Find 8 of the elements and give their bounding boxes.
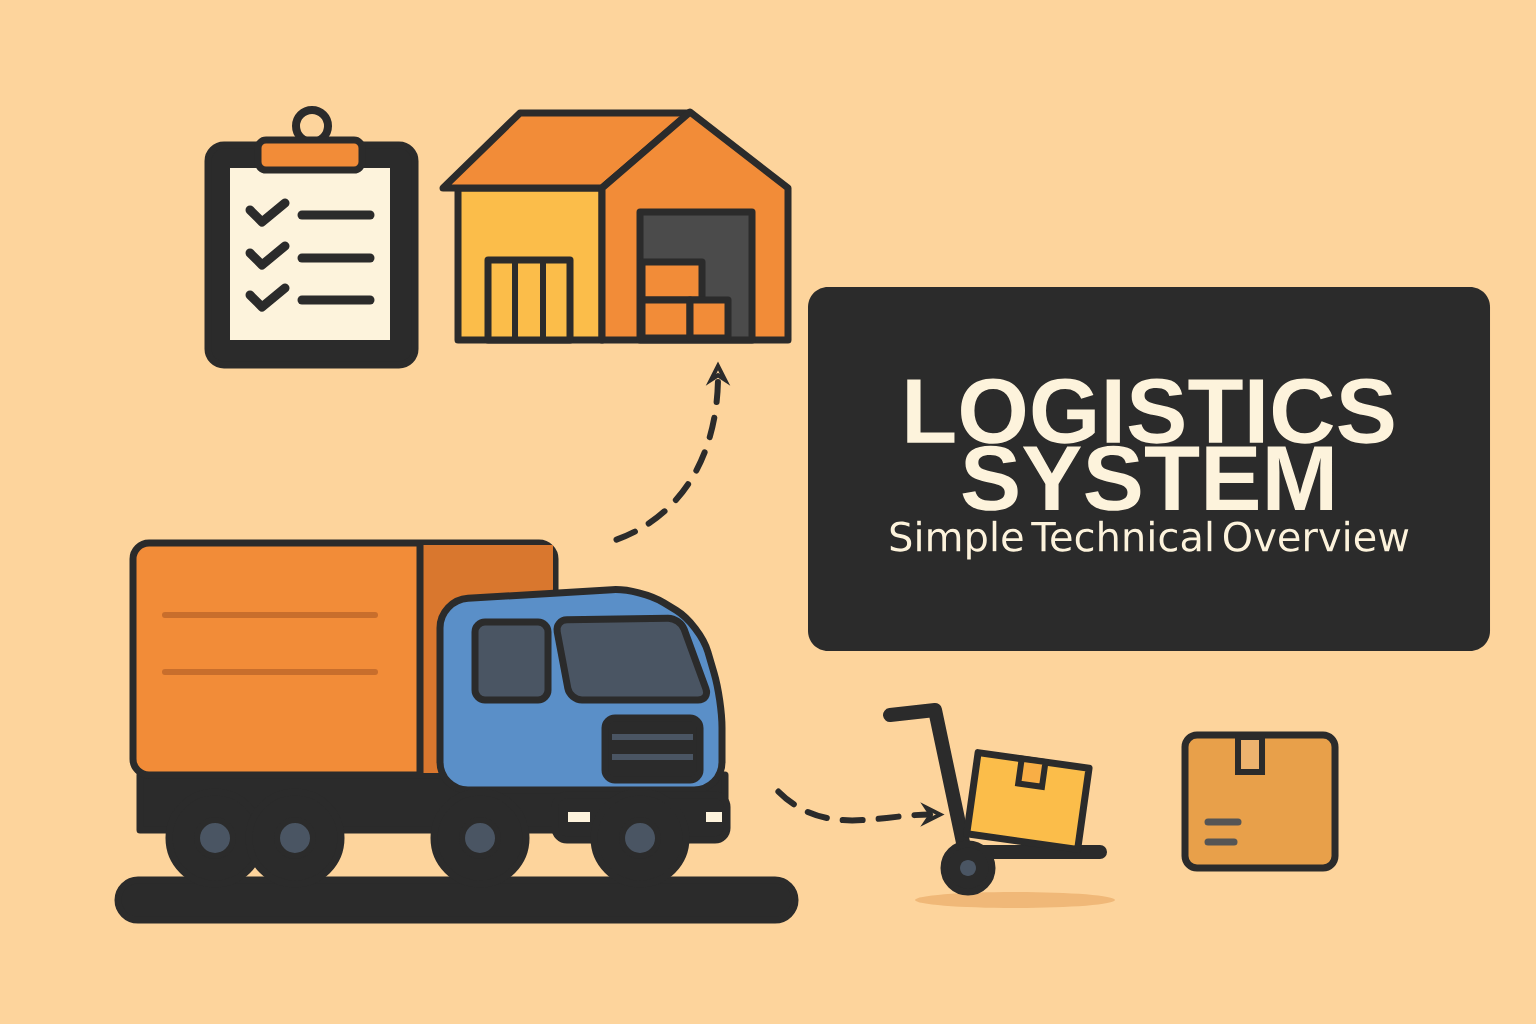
box-drawing <box>1181 731 1339 872</box>
clipboard-drawing <box>204 106 419 369</box>
warehouse-drawing <box>439 108 792 344</box>
truck-drawing <box>114 539 799 924</box>
title-text: LOGISTICS SYSTEM <box>907 378 1394 511</box>
hand-truck-drawing <box>883 703 1115 908</box>
subtitle-text: Simple Technical Overview <box>890 520 1409 560</box>
title-box <box>808 287 1490 651</box>
